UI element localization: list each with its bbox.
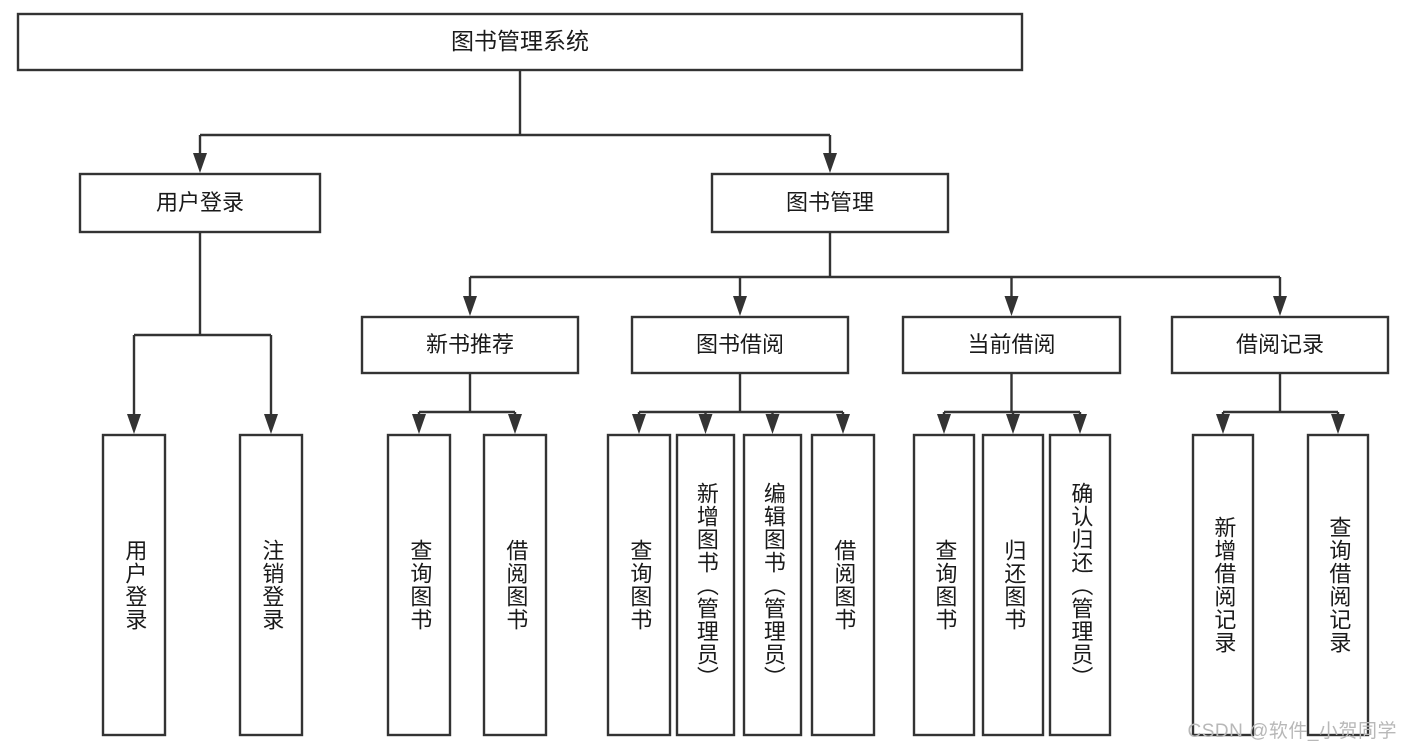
- edge-group-book-borrow: [632, 373, 850, 434]
- edge-group-current-borrow: [937, 373, 1087, 434]
- arrow-head: [836, 414, 850, 434]
- node-box-current-borrow: [901, 315, 1122, 375]
- connector-layer: [127, 70, 1345, 434]
- node-current-borrow[interactable]: 当前借阅: [901, 315, 1122, 375]
- edge-group-root: [193, 70, 837, 173]
- node-leaf-add-borrow-record[interactable]: [1191, 433, 1255, 737]
- node-box-leaf-add-borrow-record: [1191, 433, 1255, 737]
- arrow-head: [733, 296, 747, 316]
- arrow-head: [127, 414, 141, 434]
- node-box-leaf-borrow-book-2: [810, 433, 876, 737]
- node-label-current-borrow: 当前借阅: [967, 332, 1055, 357]
- node-box-leaf-return-book: [981, 433, 1045, 737]
- node-box-leaf-query-book-1: [386, 433, 452, 737]
- node-box-leaf-user-logout: [238, 433, 304, 737]
- node-book-manage[interactable]: 图书管理: [710, 172, 950, 234]
- arrow-head: [1004, 296, 1019, 316]
- node-leaf-user-logout[interactable]: [238, 433, 304, 737]
- node-leaf-user-login[interactable]: [101, 433, 167, 737]
- node-box-leaf-add-book-admin: [675, 433, 736, 737]
- node-leaf-query-book-2[interactable]: [606, 433, 672, 737]
- node-leaf-borrow-book-1[interactable]: [482, 433, 548, 737]
- node-leaf-query-borrow-record[interactable]: [1306, 433, 1370, 737]
- arrow-head: [698, 414, 713, 434]
- node-leaf-add-book-admin[interactable]: [675, 433, 736, 737]
- node-leaf-confirm-return-admin[interactable]: [1048, 433, 1112, 737]
- node-box-new-book-recommend: [360, 315, 580, 375]
- node-leaf-query-book-3[interactable]: [912, 433, 976, 737]
- edge-group-book-manage: [463, 232, 1287, 316]
- arrow-head: [1273, 296, 1287, 316]
- node-leaf-query-book-1[interactable]: [386, 433, 452, 737]
- node-label-book-manage: 图书管理: [786, 190, 874, 215]
- node-box-book-manage: [710, 172, 950, 234]
- arrow-head: [508, 414, 522, 434]
- node-box-user-login: [78, 172, 322, 234]
- node-box-leaf-query-book-2: [606, 433, 672, 737]
- arrow-head: [823, 153, 837, 173]
- arrow-head: [412, 414, 426, 434]
- node-book-borrow[interactable]: 图书借阅: [630, 315, 850, 375]
- node-leaf-return-book[interactable]: [981, 433, 1045, 737]
- node-new-book-recommend[interactable]: 新书推荐: [360, 315, 580, 375]
- node-box-leaf-edit-book-admin: [742, 433, 803, 737]
- node-box-leaf-borrow-book-1: [482, 433, 548, 737]
- node-box-borrow-record: [1170, 315, 1390, 375]
- arrow-head: [1331, 414, 1345, 434]
- edge-group-user-login: [127, 232, 278, 434]
- node-box-book-borrow: [630, 315, 850, 375]
- node-label-user-login: 用户登录: [156, 190, 244, 215]
- arrow-head: [765, 414, 780, 434]
- node-leaf-borrow-book-2[interactable]: [810, 433, 876, 737]
- node-box-leaf-user-login: [101, 433, 167, 737]
- node-box-leaf-confirm-return-admin: [1048, 433, 1112, 737]
- node-root[interactable]: 图书管理系统: [16, 12, 1024, 72]
- edge-group-borrow-record: [1216, 373, 1345, 434]
- node-box-leaf-query-book-3: [912, 433, 976, 737]
- edge-group-new-book-recommend: [412, 373, 522, 434]
- arrow-head: [264, 414, 278, 434]
- node-box-leaf-query-borrow-record: [1306, 433, 1370, 737]
- node-label-book-borrow: 图书借阅: [696, 332, 784, 357]
- arrow-head: [193, 153, 207, 173]
- arrow-head: [463, 296, 477, 316]
- node-borrow-record[interactable]: 借阅记录: [1170, 315, 1390, 375]
- arrow-head: [632, 414, 646, 434]
- node-user-login[interactable]: 用户登录: [78, 172, 322, 234]
- arrow-head: [1216, 414, 1230, 434]
- node-box-root: [16, 12, 1024, 72]
- node-label-new-book-recommend: 新书推荐: [426, 332, 514, 357]
- arrow-head: [1006, 414, 1020, 434]
- node-label-root: 图书管理系统: [451, 28, 589, 54]
- node-leaf-edit-book-admin[interactable]: [742, 433, 803, 737]
- arrow-head: [937, 414, 951, 434]
- node-label-borrow-record: 借阅记录: [1236, 332, 1324, 357]
- arrow-head: [1073, 414, 1087, 434]
